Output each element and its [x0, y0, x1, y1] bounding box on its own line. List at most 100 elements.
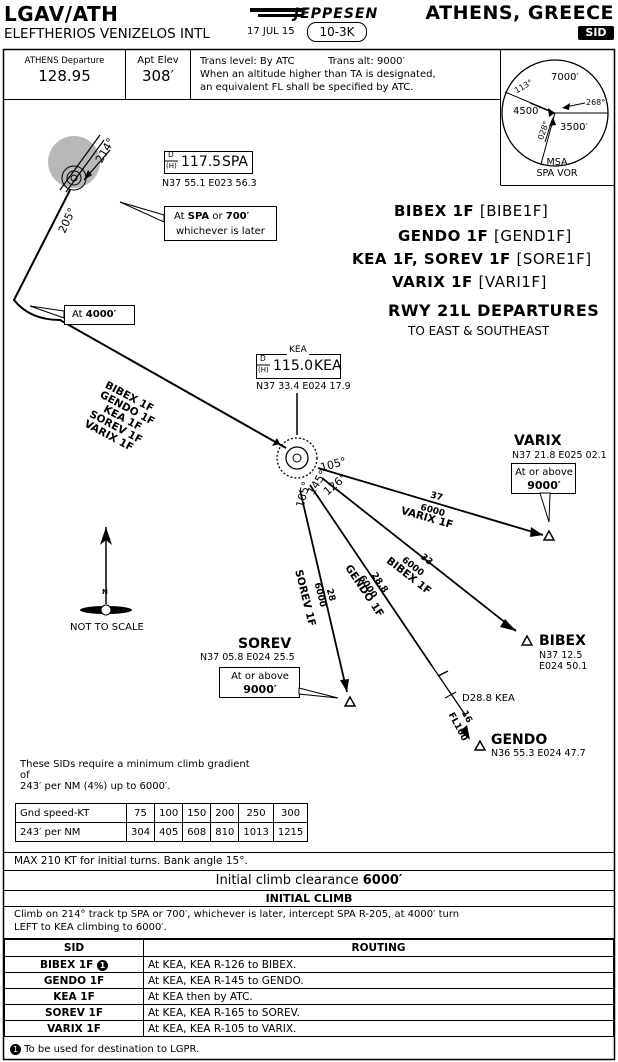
title-kea-sorev-code: [SORE1F] [516, 250, 592, 268]
sorev-fix-name: SOREV [238, 636, 292, 652]
title-varix-code: [VARI1F] [478, 273, 547, 291]
callout-700: 700′ [225, 211, 250, 222]
msa-circle [501, 59, 609, 167]
table-cell: 300 [272, 803, 309, 823]
table-header-row: SID ROUTING [4, 939, 614, 957]
footnote-1-icon: 1 [10, 1044, 21, 1055]
routing-cell: At KEA then by ATC. [143, 988, 614, 1005]
table-cell: 608 [182, 822, 212, 842]
table-cell: 75 [125, 803, 156, 823]
callout-4000-at: At [72, 309, 83, 320]
table-row: VARIX 1F At KEA, KEA R-105 to VARIX. [4, 1020, 614, 1037]
d288-label: D28.8 KEA [462, 693, 515, 704]
callout-or: or [212, 211, 223, 222]
bibex-coordinates-2: E024 50.1 [539, 661, 588, 672]
initial-climb-clearance: Initial climb clearance 6000′ [4, 873, 614, 888]
spa-class: (H) [166, 162, 177, 170]
table-cell: 150 [182, 803, 212, 823]
msa-sector-west: 4500′ [513, 106, 541, 117]
bibex-coordinates-1: N37 12.5 [539, 650, 583, 661]
trans-alt: Trans alt: 9000′ [328, 56, 405, 67]
msa-sector-north: 7000′ [551, 72, 579, 83]
spa-dme-flag: D [168, 150, 174, 159]
title-varix-name: VARIX 1F [392, 273, 473, 291]
title-bibex-code: [BIBE1F] [479, 202, 549, 220]
routing-table: SID ROUTING BIBEX 1F 1 At KEA, KEA R-126… [4, 939, 614, 1037]
speed-note: MAX 210 KT for initial turns. Bank angle… [14, 855, 248, 867]
city-title: ATHENS, GREECE [425, 2, 614, 24]
gendo-fix-name: GENDO [491, 732, 548, 748]
kea-class: (H) [258, 366, 269, 374]
table-row: GENDO 1F At KEA, KEA R-145 to GENDO. [4, 972, 614, 989]
sorev-restriction-label: At or above [231, 671, 289, 682]
msa-sublabel: SPA VOR [536, 168, 578, 179]
varix-fix-icon [542, 529, 556, 541]
title-runway: RWY 21L DEPARTURES [388, 301, 600, 320]
spa-ident: SPA [222, 154, 249, 170]
table-row: BIBEX 1F 1 At KEA, KEA R-126 to BIBEX. [4, 956, 614, 973]
table-cell: 304 [125, 822, 156, 842]
bibex-fix-name: BIBEX [539, 633, 586, 649]
title-kea-sorev-name: KEA 1F, SOREV 1F [352, 250, 511, 268]
apt-elev-label: Apt Elev [137, 55, 179, 66]
callout-at-4000: At 4000′ [72, 309, 116, 320]
kea-frequency: 115.0 [273, 358, 314, 374]
kea-name: KEA [287, 345, 309, 355]
title-varix: VARIX 1F [VARI1F] [392, 273, 547, 291]
sid-cell: GENDO 1F [4, 972, 144, 989]
clearance-prefix: Initial climb clearance [215, 873, 359, 888]
spa-coordinates: N37 55.1 E023 56.3 [162, 178, 257, 189]
initial-climb-line-1: Climb on 214° track tp SPA or 700′, whic… [14, 909, 460, 920]
trans-note-1: When an altitude higher than TA is desig… [200, 69, 436, 80]
routing-cell: At KEA, KEA R-145 to GENDO. [143, 972, 614, 989]
departure-label: ATHENS Departure [24, 56, 105, 66]
routing-column-header: ROUTING [143, 939, 614, 957]
north-label: N [102, 588, 108, 596]
sid-column-header: SID [4, 939, 144, 957]
not-to-scale: NOT TO SCALE [70, 622, 144, 633]
jeppesen-wordmark: JEPPESEN [294, 6, 379, 22]
sorev-coordinates: N37 05.8 E024 25.5 [200, 652, 295, 663]
gendo-fix-icon [473, 739, 487, 751]
chart-type-badge: SID [578, 26, 614, 40]
title-gendo: GENDO 1F [GEND1F] [398, 227, 572, 245]
callout-at: At [174, 211, 185, 222]
table-cell: 250 [238, 803, 274, 823]
spa-frequency: 117.5 [181, 154, 222, 170]
bibex-fix-icon [520, 634, 534, 646]
varix-fix-name: VARIX [514, 433, 562, 449]
airport-name: ELEFTHERIOS VENIZELOS INTL [4, 26, 210, 42]
sid-cell: KEA 1F [4, 988, 144, 1005]
msa-sector-south: 3500′ [560, 122, 588, 133]
trans-note-2: an equivalent FL shall be specified by A… [200, 82, 414, 93]
routing-cell: At KEA, KEA R-165 to SOREV. [143, 1004, 614, 1021]
chart-date: 17 JUL 15 [247, 26, 295, 37]
msa-label: MSA [546, 157, 568, 168]
airport-id: LGAV/ATH [4, 2, 119, 26]
kea-coordinates: N37 33.4 E024 17.9 [256, 381, 351, 392]
sid-cell: VARIX 1F [4, 1020, 144, 1037]
apt-elev-value: 308′ [141, 67, 175, 85]
kea-ident: KEA [314, 358, 342, 374]
table-row: Gnd speed-KT 75 100 150 200 250 300 [15, 803, 309, 823]
table-cell: 810 [210, 822, 240, 842]
table-cell: 405 [154, 822, 184, 842]
varix-restriction-label: At or above [515, 467, 573, 478]
footnote-text: To be used for destination to LGPR. [24, 1044, 200, 1055]
table-cell: 1215 [272, 822, 309, 842]
callout-4000-alt: 4000′ [85, 309, 117, 320]
title-kea-sorev: KEA 1F, SOREV 1F [SORE1F] [352, 250, 592, 268]
title-bibex: BIBEX 1F [BIBE1F] [394, 202, 548, 220]
table-cell: 100 [154, 803, 184, 823]
callout-whichever: whichever is later [176, 226, 265, 237]
title-bibex-name: BIBEX 1F [394, 202, 475, 220]
callout-spa-700: At SPA or 700′ [174, 211, 249, 222]
gendo-coordinates: N36 55.3 E024 47.7 [491, 748, 586, 759]
table-cell: 200 [210, 803, 240, 823]
routing-cell: At KEA, KEA R-126 to BIBEX. [143, 956, 614, 973]
title-gendo-code: [GEND1F] [493, 227, 572, 245]
north-arrow-icon [80, 527, 132, 616]
table-cell: 243′ per NM [15, 822, 127, 842]
sid-cell: BIBEX 1F 1 [4, 956, 144, 973]
